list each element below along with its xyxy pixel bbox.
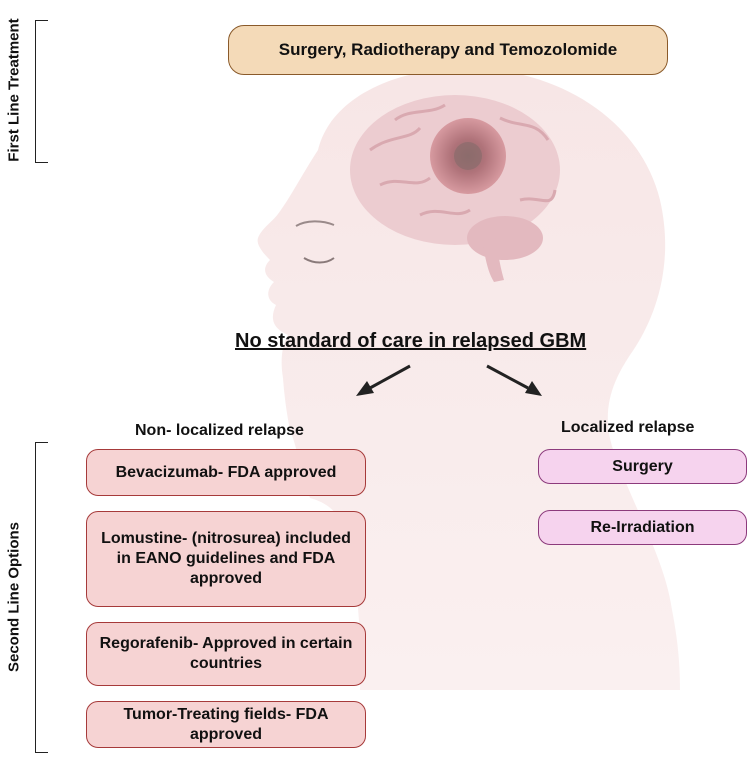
arrow-right-head	[525, 381, 542, 396]
first-line-side-label: First Line Treatment	[5, 18, 23, 162]
surgery-box: Surgery	[538, 449, 747, 484]
non-localized-heading: Non- localized relapse	[135, 422, 304, 439]
first-line-bracket	[35, 20, 48, 163]
second-line-side-label: Second Line Options	[5, 521, 23, 673]
tumor-core	[454, 142, 482, 170]
tumor-treating-fields-box: Tumor-Treating fields- FDA approved	[86, 701, 366, 748]
arrow-right-line	[486, 364, 529, 390]
lomustine-box: Lomustine- (nitrosurea) included in EANO…	[86, 511, 366, 607]
localized-heading: Localized relapse	[561, 419, 695, 436]
arrow-left-line	[369, 364, 411, 390]
re-irradiation-box: Re-Irradiation	[538, 510, 747, 545]
relapsed-gbm-title: No standard of care in relapsed GBM	[235, 330, 587, 352]
arrow-left-head	[356, 381, 374, 396]
brainstem	[482, 238, 504, 282]
tumor-mass	[430, 118, 506, 194]
brain-folds	[369, 103, 557, 217]
first-line-treatment-box: Surgery, Radiotherapy and Temozolomide	[228, 25, 668, 75]
brain-shape	[350, 95, 560, 245]
closed-eye	[303, 257, 335, 264]
bevacizumab-box: Bevacizumab- FDA approved	[86, 449, 366, 496]
cerebellum	[467, 216, 543, 260]
regorafenib-box: Regorafenib- Approved in certain countri…	[86, 622, 366, 686]
second-line-bracket	[35, 442, 48, 753]
eyebrow	[295, 220, 335, 227]
